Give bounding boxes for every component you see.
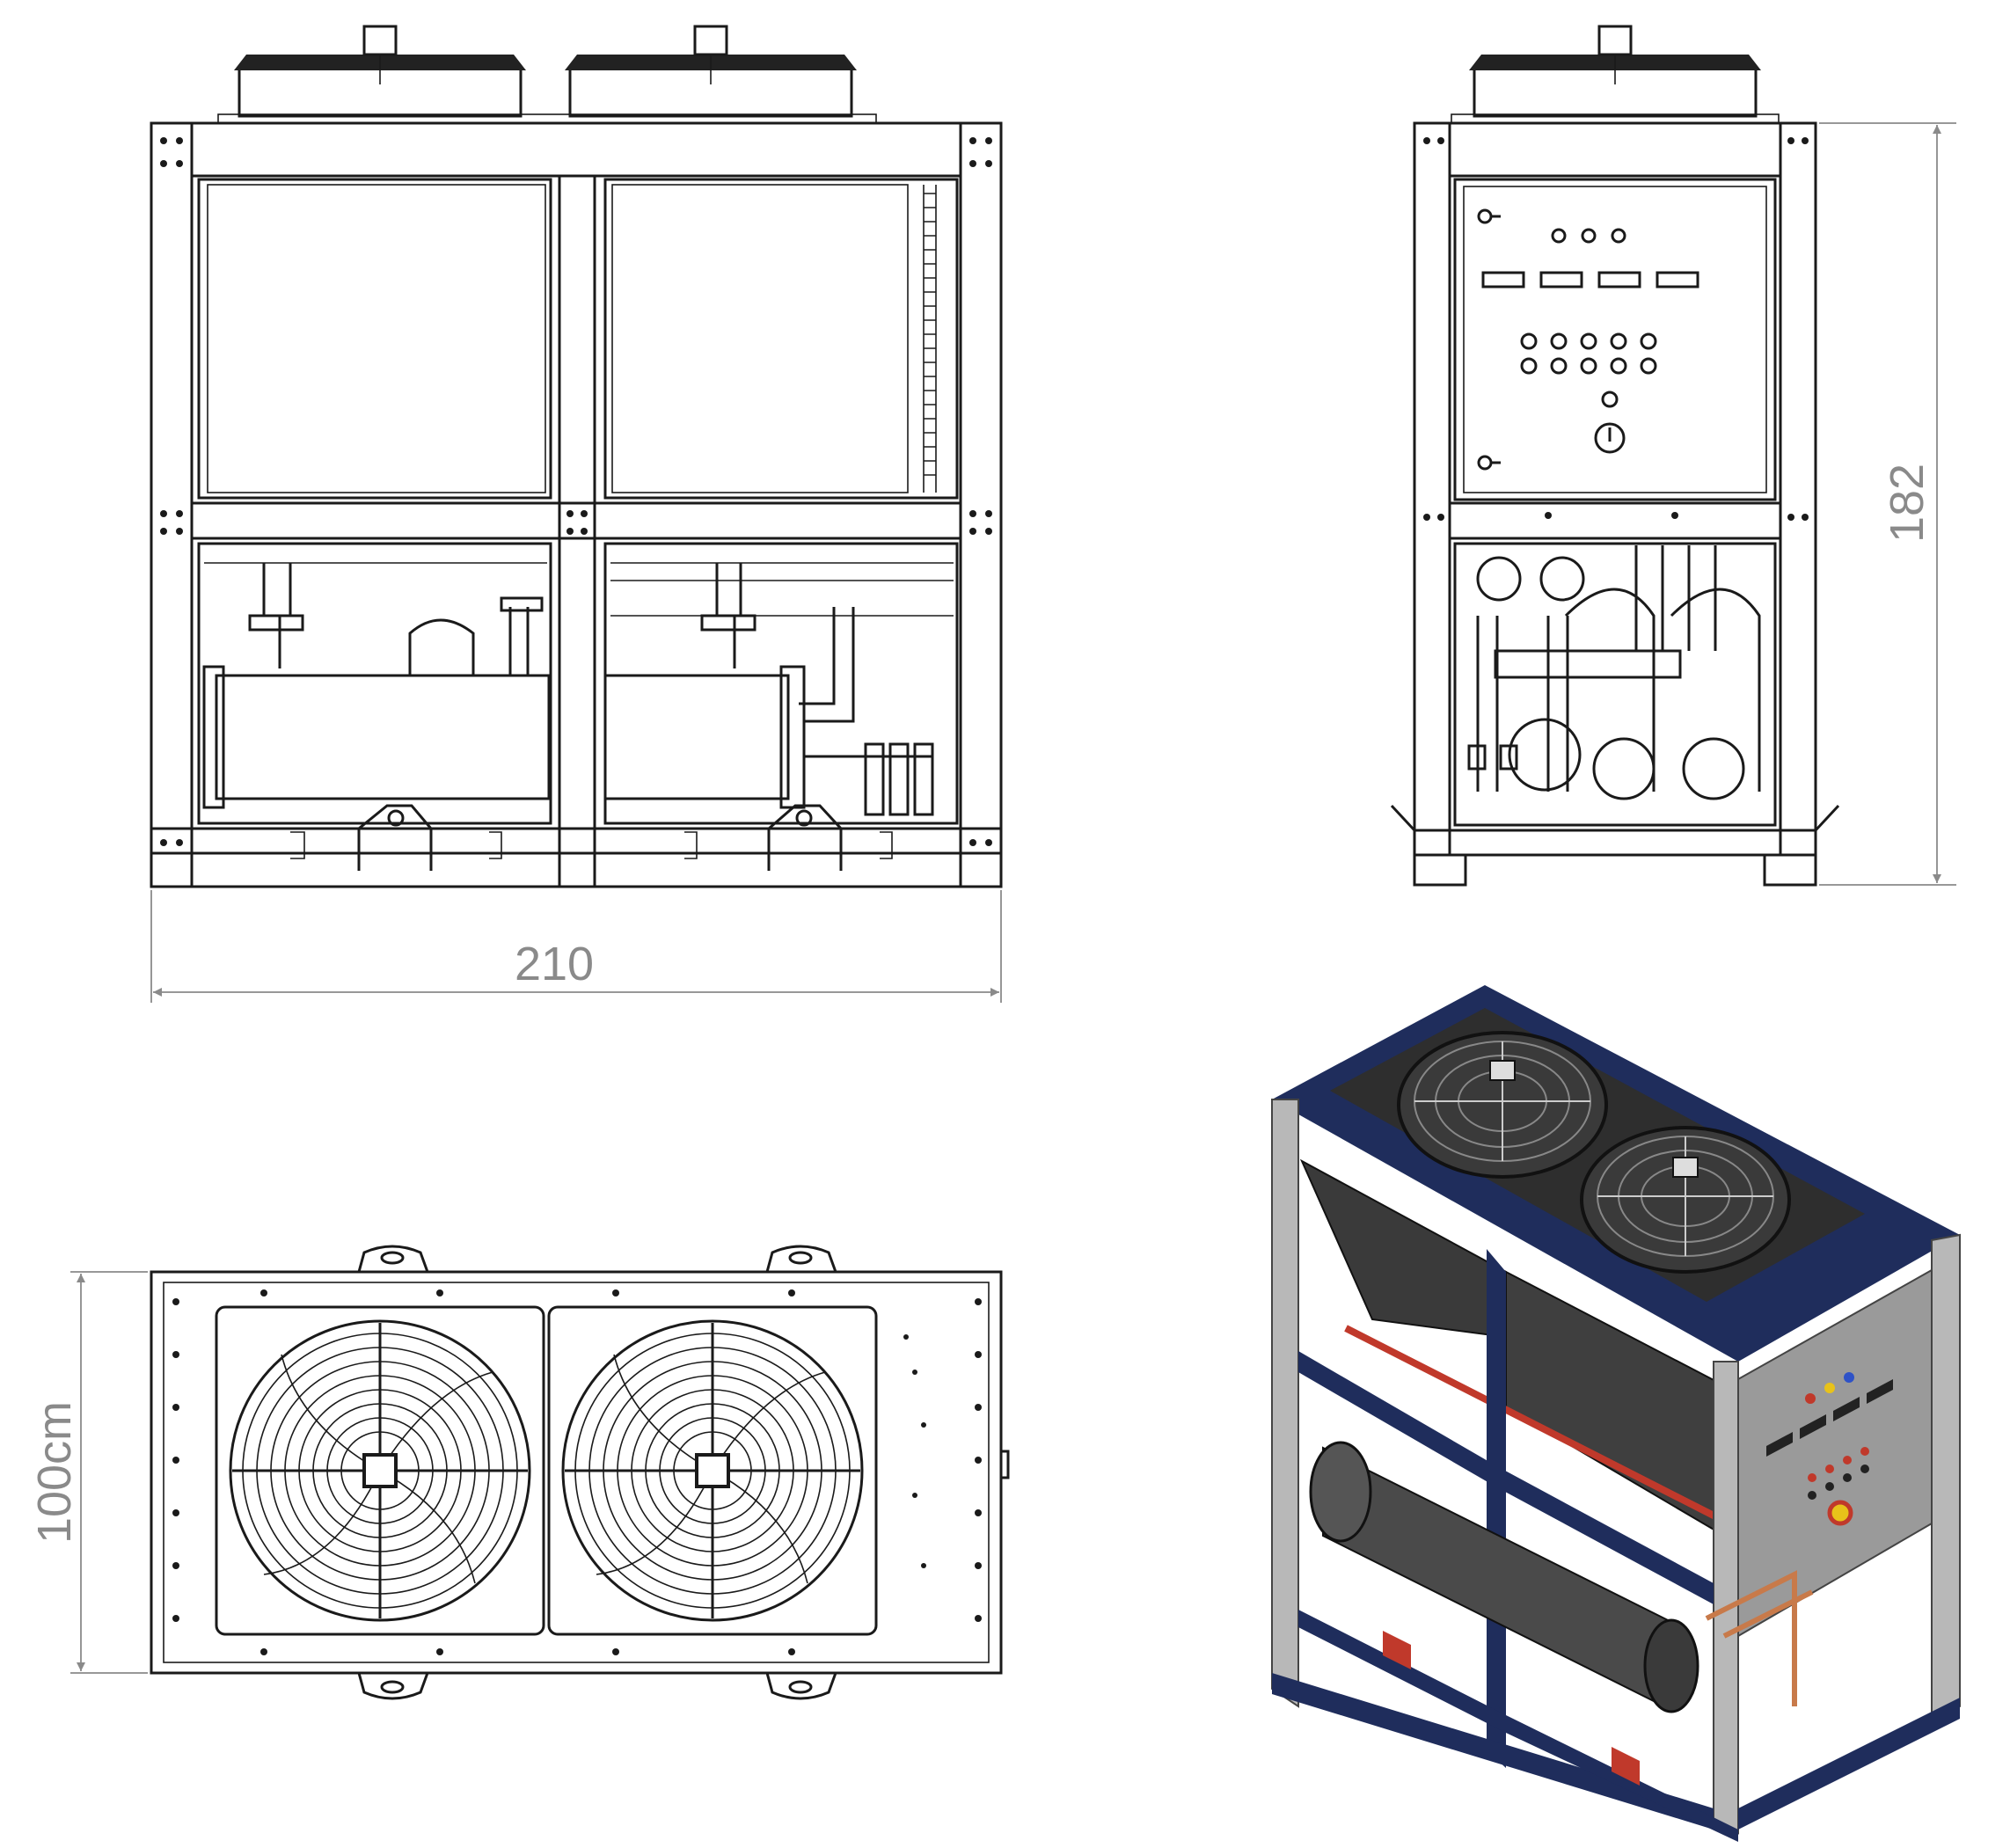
top-lug-tl	[357, 1245, 430, 1274]
side-piping	[1467, 545, 1761, 800]
side-view: 182	[1390, 25, 1956, 887]
top-fan-left-icon	[229, 1319, 531, 1622]
front-frame-bolts	[160, 137, 992, 846]
top-lug-bl	[357, 1671, 430, 1700]
side-foot-left	[1413, 853, 1467, 887]
panel-hinge-icons	[1477, 208, 1501, 471]
iso-foot-right	[1612, 1747, 1640, 1786]
side-foot-right	[1763, 853, 1817, 887]
top-view: 100cm	[28, 1245, 1010, 1700]
front-coil-left	[197, 178, 552, 500]
depth-dimension-label: 100cm	[28, 1401, 81, 1544]
top-frame-bolts	[172, 1289, 982, 1655]
width-dimension-label: 210	[515, 938, 594, 990]
top-lug-br	[765, 1671, 838, 1700]
top-fan-plate-right	[547, 1305, 878, 1636]
side-lower-compartment	[1453, 542, 1777, 827]
iso-panel-indicators	[1766, 1372, 1893, 1526]
height-dimension-label: 182	[1881, 464, 1933, 543]
iso-refrigerant-pipe	[1344, 1325, 1717, 1520]
iso-post-back-right	[1931, 1233, 1961, 1726]
front-mount-left	[357, 804, 433, 871]
front-evaporator-right	[603, 674, 790, 800]
top-fan-right-icon	[561, 1319, 864, 1622]
front-compressor-left	[408, 618, 475, 676]
front-evaporator-left	[215, 674, 551, 800]
iso-post-front-left	[1271, 1099, 1299, 1708]
front-fan-housing-right	[565, 25, 857, 118]
main-power-switch-icon	[1594, 422, 1626, 454]
front-fan-housing-left	[234, 25, 526, 118]
front-valve-assembly	[804, 742, 934, 816]
iso-foot-left	[1383, 1631, 1411, 1669]
iso-control-panel	[1737, 1268, 1933, 1638]
side-compressor-right	[1682, 737, 1745, 800]
coil-fins	[923, 185, 937, 493]
front-frame	[150, 121, 1003, 888]
iso-post-front-right	[1713, 1361, 1739, 1835]
top-fan-plate-left	[215, 1305, 545, 1636]
top-lug-tr	[765, 1245, 838, 1274]
iso-fan-left-icon	[1397, 1031, 1608, 1179]
panel-switches	[1520, 332, 1657, 408]
panel-displays	[1481, 271, 1699, 289]
control-panel	[1453, 178, 1777, 501]
iso-copper-pipes	[1705, 1570, 1814, 1706]
iso-evaporator	[1309, 1441, 1699, 1713]
isometric-view	[1271, 985, 1961, 1842]
side-fan-housing	[1469, 25, 1761, 118]
top-frame	[150, 1270, 1003, 1675]
side-evaporator-end	[1508, 718, 1582, 792]
side-frame-bolts	[1423, 137, 1809, 521]
front-lower-left	[197, 542, 552, 825]
side-compressor-left	[1592, 737, 1656, 800]
iso-fan-right-icon	[1580, 1126, 1791, 1274]
front-coil-right	[603, 178, 959, 500]
indicator-lamps	[1551, 228, 1626, 244]
front-view: 210	[150, 25, 1003, 1003]
side-frame	[1413, 121, 1817, 857]
front-mount-right	[767, 804, 843, 871]
